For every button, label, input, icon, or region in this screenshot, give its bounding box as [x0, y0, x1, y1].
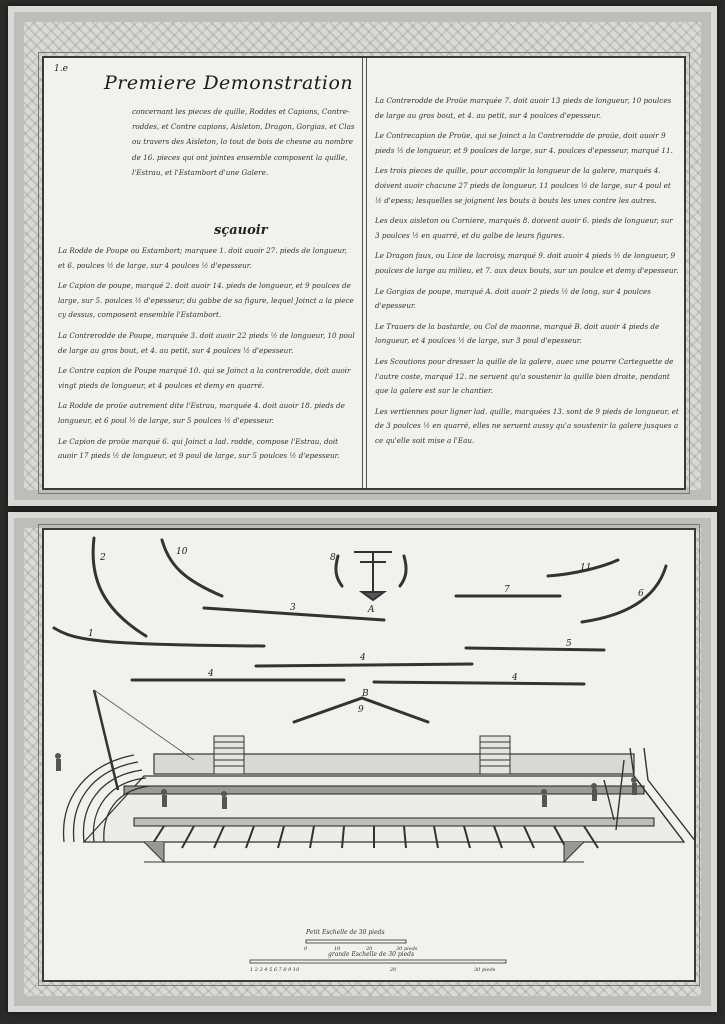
timber-piece-3: [202, 606, 386, 622]
grand-scale-label: grande Eschelle de 30 pieds: [328, 951, 414, 958]
label-1: 1: [88, 629, 94, 639]
keel-plate-drawing: 2 10 3 1 4 4 4 5 7 11 6 A 9 B 8 13 12: [52, 536, 697, 973]
left-paragraphs: La Rodde de Poupe ou Estambort; marquee …: [58, 244, 356, 470]
label-7: 7: [504, 585, 510, 595]
paragraph: Le Contrecapion de Proüe, qui se Joinct …: [375, 131, 673, 155]
hoist-mast: [92, 689, 120, 791]
paragraph: Le Capion de poupe, marqué 2. doit auoir…: [58, 281, 354, 320]
label-10: 10: [176, 547, 188, 557]
petit-scale-label: Petit Eschelle de 30 pieds: [305, 929, 385, 936]
keel-piece-4: [254, 662, 474, 668]
label-2: 2: [99, 553, 106, 563]
petit-tick-20: 20: [365, 946, 373, 952]
timber-pieces: [52, 536, 668, 724]
paragraph: Les vertiennes pour ligner lad. quille, …: [375, 406, 679, 445]
label-9: 9: [358, 705, 364, 715]
text-panel: 1.e Premiere Demonstration concernant le…: [38, 52, 690, 494]
paragraph: Le Gorgias de poupe, marqué A. doit auoi…: [375, 286, 651, 311]
left-column: 1.e Premiere Demonstration concernant le…: [44, 58, 363, 488]
aisleton-8: [398, 554, 408, 588]
grand-tick-20: 20: [389, 967, 397, 973]
plate-panel: 2 10 3 1 4 4 4 5 7 11 6 A 9 B 8 13 12: [38, 524, 700, 986]
plate-page: 2 10 3 1 4 4 4 5 7 11 6 A 9 B 8 13 12: [8, 512, 717, 1012]
scavoir-heading: sçauoir: [214, 223, 268, 238]
paragraph: Le Contre capion de Poupe marqué 10. qui…: [58, 366, 351, 390]
dragon-piece-9: [292, 696, 430, 724]
page-title: Premiere Demonstration: [104, 72, 354, 94]
workers: [55, 753, 637, 809]
label-4: 4: [359, 653, 366, 663]
label-A: A: [367, 605, 375, 615]
bow-frame: [603, 747, 697, 843]
timber-piece-6: [580, 564, 668, 624]
right-paragraphs: La Contrerodde de Proüe marquée 7. doit …: [375, 94, 679, 454]
paragraph: La Contrerodde de Proüe marquée 7. doit …: [375, 96, 672, 120]
label-4: 4: [207, 669, 214, 679]
label-4: 4: [511, 673, 518, 683]
keel-beam-lower: [133, 817, 655, 827]
paragraph: Le Trauers de la bastarde, ou Col de mao…: [375, 321, 660, 346]
timber-piece-2: [91, 536, 148, 638]
grand-scale-digits: 1 2 3 4 5 6 7 8 9 10: [250, 967, 300, 973]
paragraph: Les deux aisleton ou Corniere, marqués 8…: [375, 216, 673, 240]
petit-tick-30: 30 pieds: [396, 946, 418, 952]
paragraph: La Contrerodde de Poupe, marquée 3. doit…: [58, 330, 355, 355]
keel-beam: [123, 785, 645, 795]
paragraph: La Rodde de Poupe ou Estambort; marquee …: [58, 246, 347, 270]
label-6: 6: [638, 589, 644, 599]
label-8: 8: [330, 553, 336, 563]
petit-tick-10: 10: [334, 946, 341, 952]
slip-pit-right: [563, 841, 585, 864]
petit-scale-bar: [305, 939, 407, 944]
stairs: [213, 735, 511, 775]
label-5: 5: [566, 639, 572, 649]
paragraph: Le Dragon faux, ou Lice de lacroisy, mar…: [375, 251, 679, 275]
aisleton-8: [334, 554, 344, 588]
timber-piece-11: [546, 558, 620, 578]
paragraph: Le Capion de proüe marqué 6. qui Joinct …: [58, 436, 340, 461]
paragraph: La Rodde de proüe autrement dite l'Estra…: [58, 401, 345, 425]
scale-bars: Petit Eschelle de 30 pieds 0 10 20 30 pi…: [249, 929, 507, 973]
grand-tick-30: 30 pieds: [474, 967, 496, 973]
shipyard-scene: [55, 689, 697, 864]
stern-frames: [62, 754, 151, 843]
paragraph: Les trois pieces de quille, pour accompl…: [375, 166, 671, 205]
gorgias-detail: [354, 551, 392, 602]
label-11: 11: [580, 563, 591, 573]
paragraph: Les Scoutions pour dresser la quille de …: [375, 356, 674, 396]
timber-piece-10: [160, 538, 224, 598]
timber-piece-1: [52, 626, 266, 648]
grand-scale-bar: [249, 959, 507, 964]
slip-pit-left: [143, 841, 165, 864]
text-page: 1.e Premiere Demonstration concernant le…: [8, 6, 717, 506]
yard-wall: [153, 753, 635, 775]
title-description: concernant les pieces de quille, Roddes …: [132, 107, 355, 177]
label-3: 3: [290, 603, 296, 613]
timber-piece-5: [464, 646, 606, 652]
hoist-rope: [93, 689, 195, 761]
petit-tick-0: 0: [304, 946, 308, 952]
label-B: B: [361, 689, 369, 699]
keel-piece-4: [372, 680, 586, 686]
page-number: 1.e: [54, 64, 68, 74]
right-column: La Contrerodde de Proüe marquée 7. doit …: [366, 58, 684, 488]
